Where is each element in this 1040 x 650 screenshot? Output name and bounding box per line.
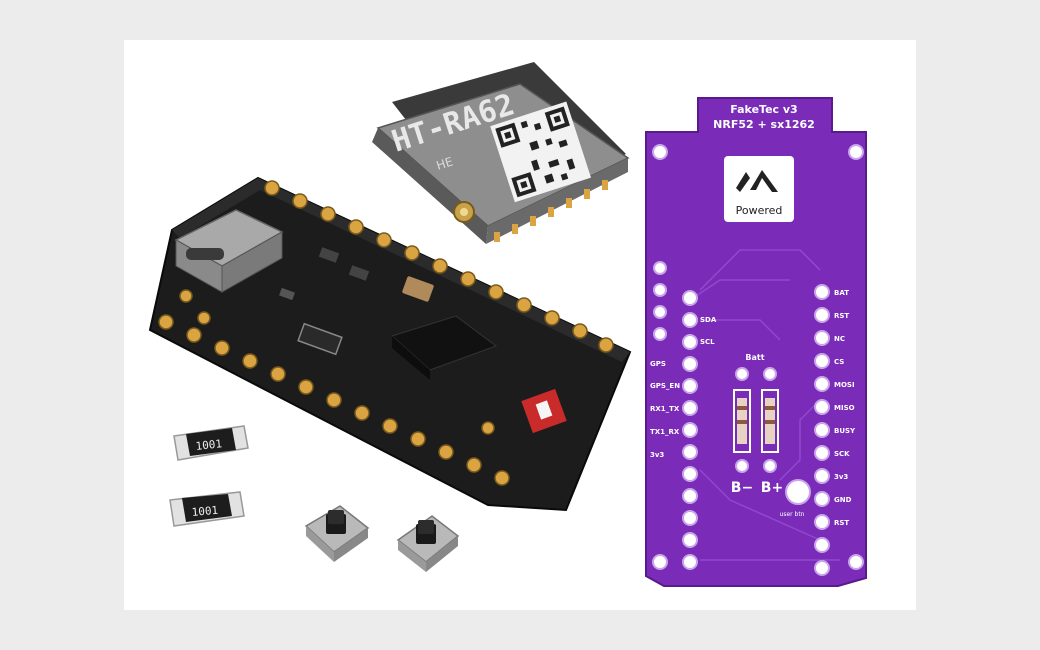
mcu-pin-pads-top (264, 180, 614, 353)
right-pin-label: 3v3 (834, 473, 848, 481)
left-pin-label: GPS_EN (650, 382, 680, 390)
logo-text: Powered (736, 204, 783, 217)
battery-divider-resistors (733, 367, 779, 473)
chevron-logo-icon (736, 170, 778, 192)
right-pin-label: RST (834, 312, 849, 320)
powered-logo: Powered (724, 156, 794, 222)
right-pin-label: MISO (834, 404, 855, 412)
left-pin-header (682, 290, 698, 570)
purple-pcb: FakeTec v3 NRF52 + sx1262 Powered (645, 97, 867, 587)
left-pin-label: SDA (700, 316, 717, 324)
right-pin-label: NC (834, 335, 845, 343)
lora-module-mark: HE (435, 154, 455, 172)
right-pin-header (814, 284, 830, 576)
battery-label: Batt (745, 353, 764, 362)
battery-plus-label: B+ (761, 480, 783, 496)
svg-text:1001: 1001 (195, 437, 223, 453)
board-title: FakeTec v3 (730, 103, 797, 116)
right-pin-label: RST (834, 519, 849, 527)
right-pin-label: BAT (834, 289, 849, 297)
svg-text:1001: 1001 (191, 504, 219, 519)
usb-c-connector (174, 209, 284, 293)
crystal (402, 276, 434, 302)
user-button-label: user btn (780, 511, 805, 518)
qr-code (490, 101, 592, 203)
mounting-holes (652, 144, 864, 570)
mcu-chip (391, 315, 498, 371)
left-pin-label: RX1_TX (650, 405, 680, 413)
right-pin-label: CS (834, 358, 844, 366)
right-pin-label: BUSY (834, 427, 856, 435)
board-subtitle: NRF52 + sx1262 (713, 118, 815, 131)
smd-resistor: 1001 (173, 425, 249, 461)
user-button-pad (785, 479, 811, 505)
lora-module: HT-RA62 HE (372, 62, 630, 244)
left-pin-label: TX1_RX (650, 428, 680, 436)
left-pin-label: GPS (650, 360, 666, 368)
right-pin-label: GND (834, 496, 852, 504)
right-pin-label: SCK (834, 450, 850, 458)
mcu-pin-pads-bottom (158, 314, 510, 486)
status-led (521, 388, 567, 434)
tactile-button (304, 505, 370, 562)
right-pin-label: MOSI (834, 381, 855, 389)
left-pin-label: 3v3 (650, 451, 664, 459)
mcu-board (148, 176, 632, 512)
battery-minus-label: B− (731, 480, 753, 496)
left-pin-label: SCL (700, 338, 715, 346)
tactile-button (396, 515, 460, 572)
smd-resistor: 1001 (169, 491, 245, 527)
